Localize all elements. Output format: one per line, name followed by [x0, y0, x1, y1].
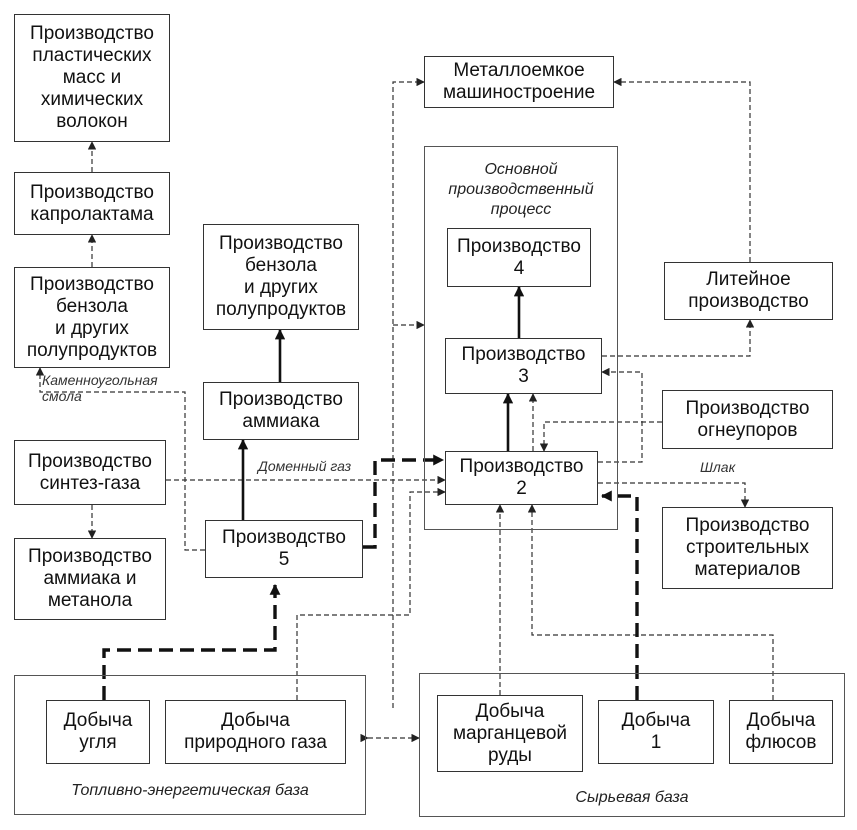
edge-prod5-prod2-blastgas	[363, 454, 445, 549]
node-caprolactam: Производство капролактама	[14, 172, 170, 235]
node-gas-mining: Добыча природного газа	[165, 700, 346, 764]
node-benzene-left: Производство бензола и других полупродук…	[14, 267, 170, 368]
edge-prod2-prod3	[598, 367, 643, 463]
node-benzene-mid: Производство бензола и других полупродук…	[203, 224, 359, 330]
group-fuel-energy-base-label: Топливно-энергетическая база	[71, 782, 309, 799]
group-fuel-energy-base	[14, 675, 366, 815]
edge-mining1-prod2	[600, 490, 639, 700]
node-plastics: Производство пластических масс и химичес…	[14, 14, 170, 142]
node-flux-mining: Добыча флюсов	[729, 700, 833, 764]
node-mining1: Добыча 1	[598, 700, 714, 764]
label-slag: Шлак	[700, 459, 736, 475]
group-raw-material-base-label: Сырьевая база	[575, 789, 689, 806]
edge-refractories-prod2	[539, 421, 662, 452]
edge-prod2-building-slag	[598, 482, 750, 508]
node-coal-mining: Добыча угля	[46, 700, 150, 764]
node-refractories: Производство огнеупоров	[662, 390, 833, 449]
node-prod4: Производство 4	[447, 228, 591, 287]
node-building-materials: Производство строительных материалов	[662, 507, 833, 589]
edge-prod3-foundry	[602, 319, 755, 357]
node-ammonia-prod: Производство аммиака	[203, 382, 359, 440]
node-prod3: Производство 3	[445, 338, 602, 394]
label-coal-tar: Каменноугольная смола	[42, 372, 158, 404]
group-main-process	[424, 146, 618, 530]
node-ammonia-methanol: Производство аммиака и метанола	[14, 538, 166, 620]
edge-foundry-machinery	[613, 77, 751, 262]
edge-gas-prod2	[296, 487, 446, 700]
label-blast-furnace-gas: Доменный газ	[258, 458, 352, 474]
node-metal-machinery: Металлоемкое машиностроение	[424, 56, 614, 108]
edge-prod5-benzene-tar	[35, 367, 205, 551]
edge-flux-prod2	[527, 504, 774, 700]
node-prod2: Производство 2	[445, 451, 598, 505]
node-foundry: Литейное производство	[664, 262, 833, 320]
node-prod5: Производство 5	[205, 520, 363, 578]
edge-to-machinery	[392, 77, 425, 708]
node-synthesis-gas: Производство синтез-газа	[14, 440, 166, 505]
node-manganese-mining: Добыча марганцевой руды	[437, 695, 583, 772]
group-main-process-label: Основной производственный процесс	[448, 161, 594, 218]
group-raw-material-base	[419, 673, 845, 817]
